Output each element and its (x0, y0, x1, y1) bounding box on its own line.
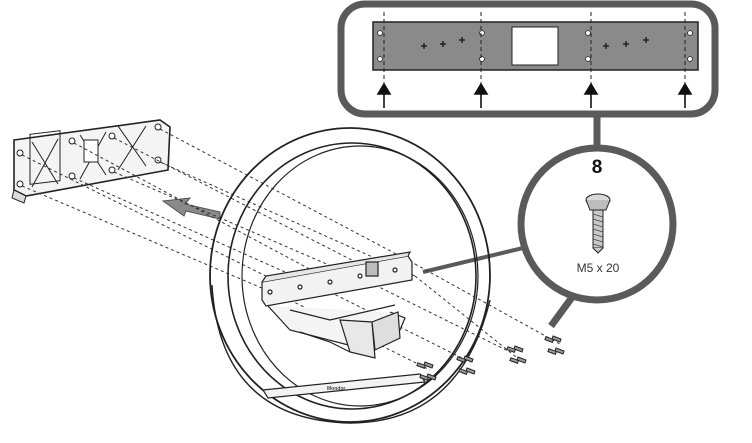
bottom-shelf: Mondor (261, 373, 427, 399)
plate-up-arrows (376, 82, 693, 108)
screw-callout: 8 M5 x 20 (517, 144, 677, 304)
frame-outer-ring (209, 127, 491, 423)
screw-7 (416, 361, 434, 369)
projection-lines (21, 128, 561, 371)
screw-callout-pointer (548, 293, 576, 329)
screws (416, 335, 565, 381)
plate-holes (377, 30, 693, 62)
wall-plate (11, 119, 171, 204)
direction-arrow-icon (161, 197, 221, 220)
screw-8 (419, 373, 437, 381)
frame-inner-ring (227, 142, 477, 410)
screw-6 (458, 367, 476, 375)
screw-5 (456, 355, 474, 363)
plate-callout (337, 0, 719, 118)
plate-center-cutout (511, 26, 559, 66)
screw-1 (544, 335, 562, 343)
screw-size-label: M5 x 20 (577, 261, 620, 275)
plate-star-marks (421, 37, 649, 49)
bracket-pointer-line (422, 246, 524, 274)
mounting-bracket (261, 251, 413, 359)
screw-3 (506, 345, 524, 353)
round-frame (209, 127, 491, 424)
screw-icon (585, 193, 611, 254)
screw-4 (509, 356, 527, 364)
shelf-brand-label: Mondor (327, 386, 345, 392)
screw-quantity: 8 (592, 157, 603, 178)
screw-2 (547, 347, 565, 355)
